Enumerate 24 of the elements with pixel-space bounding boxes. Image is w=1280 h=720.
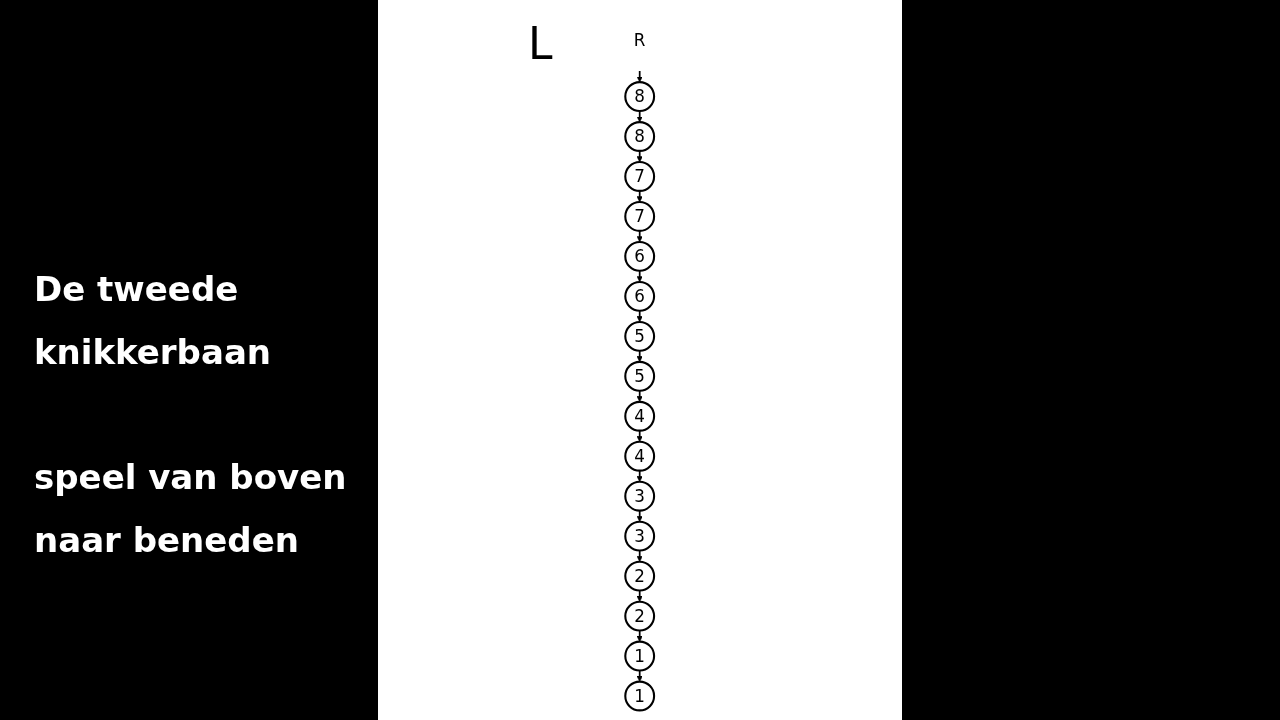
node-circle: 4 bbox=[624, 440, 656, 472]
node-circle: 6 bbox=[624, 280, 656, 312]
arrow bbox=[636, 70, 644, 83]
node-circle: 4 bbox=[624, 400, 656, 432]
node-circle: 6 bbox=[624, 240, 656, 272]
node-circle: 3 bbox=[624, 480, 656, 512]
node-circle: 2 bbox=[624, 600, 656, 632]
node-circle: 5 bbox=[624, 320, 656, 352]
node-circle: 3 bbox=[624, 520, 656, 552]
node-circle: 8 bbox=[624, 121, 656, 152]
node-circle: 1 bbox=[624, 680, 656, 712]
instruction-text: speel van boven naar beneden bbox=[34, 456, 348, 562]
node-circle: 5 bbox=[624, 360, 656, 392]
node-circle: 7 bbox=[624, 201, 656, 232]
arrow bbox=[636, 190, 644, 203]
arrow bbox=[636, 110, 644, 123]
node-circle: 1 bbox=[624, 640, 656, 672]
node-circle: 7 bbox=[624, 161, 656, 192]
node-text: R bbox=[634, 30, 646, 51]
node-circle: 2 bbox=[624, 560, 656, 592]
arrow bbox=[636, 150, 644, 163]
node-circle: 8 bbox=[624, 81, 656, 112]
title: De tweede knikkerbaan bbox=[34, 268, 273, 374]
column-header: L bbox=[528, 18, 553, 70]
